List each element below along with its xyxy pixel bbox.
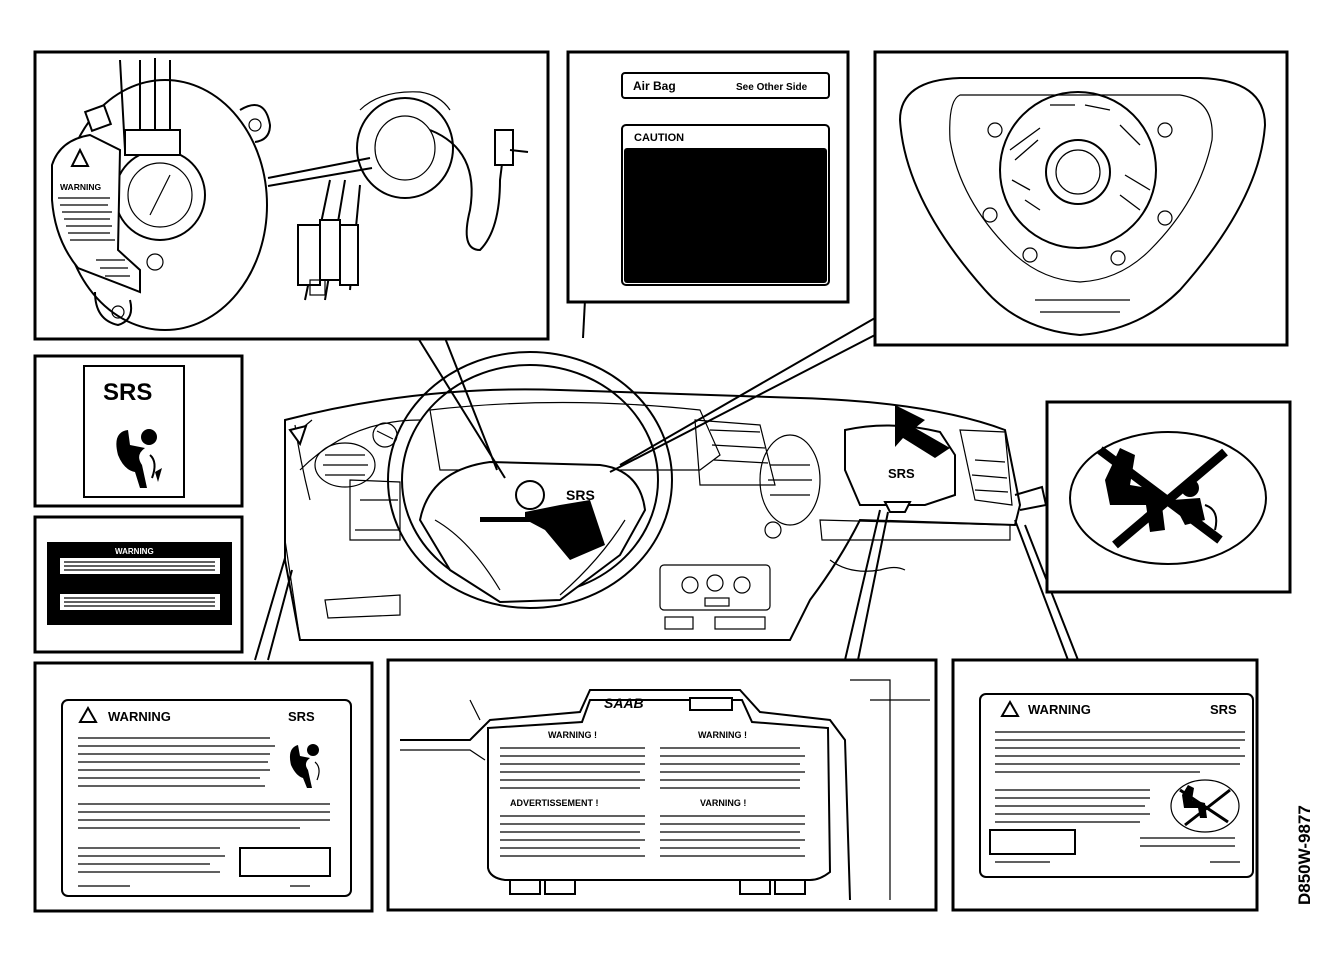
clock-spring-warning: WARNING — [60, 182, 101, 192]
warning-left-title: WARNING — [108, 709, 171, 724]
steering-wheel: SRS — [387, 351, 673, 609]
no-child-seat-panel — [1045, 400, 1292, 594]
glovebox-label-panel: SAAB WARNING ! WARNING ! ADVERTISSEMENT … — [386, 658, 938, 912]
airbag-person-icon — [116, 429, 162, 488]
caution-text-block — [624, 148, 827, 283]
glovebox-warning-se: VARNING ! — [700, 798, 746, 808]
glovebox-warning-en: WARNING ! — [548, 730, 597, 740]
figure-code: D850W-9877 — [1295, 805, 1314, 905]
airbag-tag-title: Air Bag — [633, 79, 676, 93]
warning-right-srs: SRS — [1210, 702, 1237, 717]
left-air-vent — [288, 424, 376, 488]
steering-hub-panel — [873, 50, 1289, 347]
warning-label-left-panel: WARNING SRS — [33, 661, 374, 913]
glovebox-latch-bumps — [509, 879, 806, 895]
dash-srs-label: SRS — [888, 466, 915, 481]
dashboard-illustration: SRS SRS — [284, 351, 1022, 641]
visor-warning-title: WARNING — [115, 547, 154, 556]
visor-warning-panel: WARNING — [33, 515, 244, 654]
airbag-tag-side: See Other Side — [736, 82, 808, 93]
passenger-airbag-module: SRS — [844, 405, 956, 513]
glovebox-warning-fr: ADVERTISSEMENT ! — [510, 798, 599, 808]
warning-left-srs: SRS — [288, 709, 315, 724]
srs-sticker-panel: SRS — [33, 354, 244, 508]
clock-spring-panel: WARNING — [33, 50, 550, 341]
warning-label-right-panel: WARNING SRS — [951, 658, 1259, 912]
srs-sticker-title: SRS — [103, 379, 152, 406]
steering-srs-label: SRS — [566, 487, 595, 503]
glovebox-warning-en2: WARNING ! — [698, 730, 747, 740]
saab-logo: SAAB — [604, 695, 644, 711]
no-child-seat-small-icon — [1170, 779, 1240, 833]
airbag-person-icon — [289, 744, 320, 788]
airbag-tag-panel: Air Bag See Other Side CAUTION — [566, 50, 850, 304]
visor-warning-sticker — [47, 542, 232, 625]
airbag-caution-title: CAUTION — [634, 132, 684, 144]
warning-right-title: WARNING — [1028, 702, 1091, 717]
